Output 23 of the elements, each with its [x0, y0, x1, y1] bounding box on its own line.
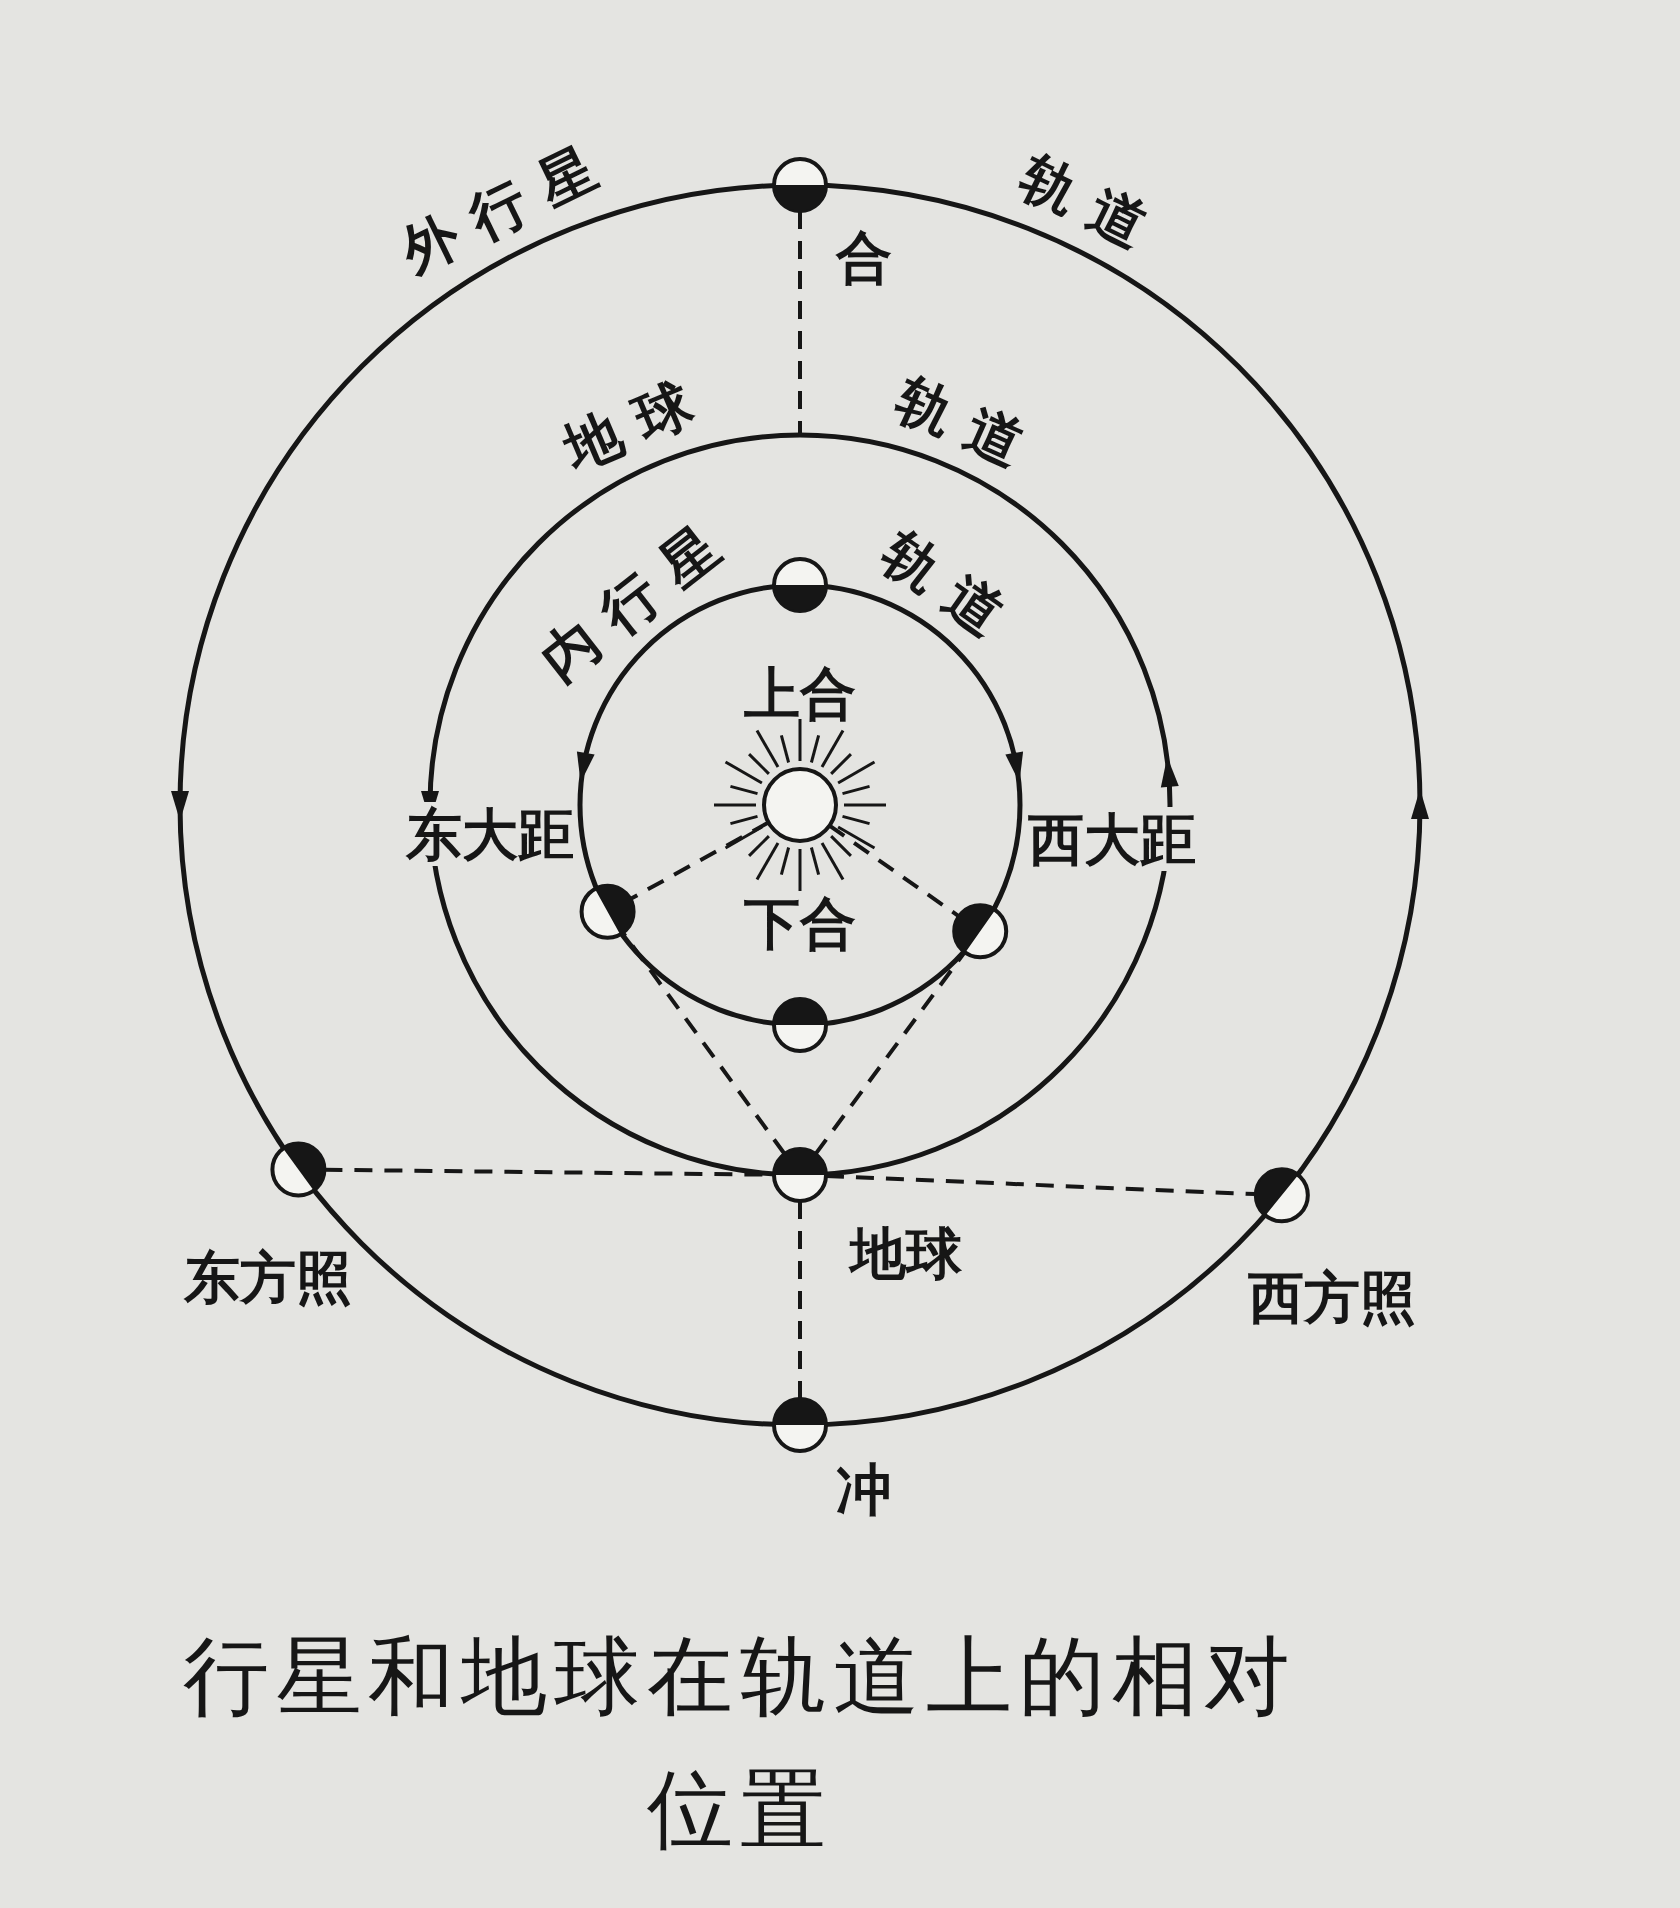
orbit-label: 外行星 [392, 129, 622, 280]
dashed-line [798, 1201, 802, 1399]
planet-symbol [952, 903, 1009, 960]
orbit-label: 轨道 [1012, 146, 1174, 263]
planet-symbol [772, 1397, 828, 1453]
planet-symbol [772, 557, 828, 613]
orbit-label: 轨道 [888, 368, 1050, 482]
planet-symbol [772, 1147, 828, 1203]
orbit-label: 轨道 [873, 522, 1030, 656]
orbit-label: 内行星 [530, 505, 745, 689]
dashed-line [798, 211, 802, 435]
planet-symbol [772, 157, 828, 213]
planet-symbol [772, 997, 828, 1053]
planet-symbol [270, 1141, 327, 1198]
position-label: 西方照 [1245, 1265, 1418, 1330]
position-label: 东大距 [403, 801, 576, 866]
orbit-label: 地球 [556, 366, 718, 478]
position-label: 下合 [744, 895, 856, 951]
position-label: 上合 [744, 665, 856, 721]
planet-symbol [579, 883, 636, 940]
dashed-line [828, 824, 961, 918]
planet-symbol [1253, 1167, 1310, 1224]
caption: 行星和地球在轨道上的相对位置 [181, 1625, 1299, 1862]
